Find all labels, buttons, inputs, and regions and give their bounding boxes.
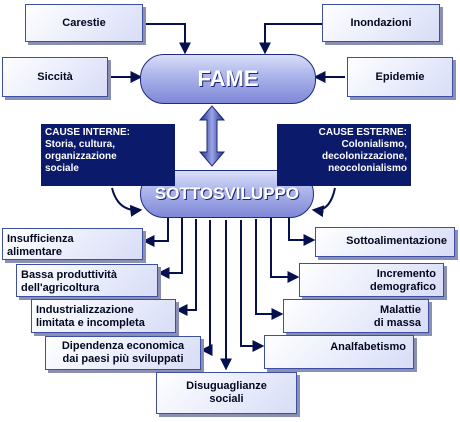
double-arrow <box>198 105 226 167</box>
arrow-dipendenza <box>200 220 213 356</box>
cause-interne-title: CAUSE INTERNE: <box>45 127 131 138</box>
effect-dipendenza-line-2: dai paesi più sviluppati <box>62 353 184 365</box>
cause-interne-line-2: organizzazione <box>45 151 117 162</box>
arrow-analfabetismo <box>240 220 265 352</box>
effect-insufficienza: Insufficienza alimentare <box>2 228 143 260</box>
arrow-insufficienza <box>142 215 169 247</box>
arrow-inondazioni <box>259 23 322 55</box>
arrow-incremento <box>270 217 300 283</box>
fame-label: FAME <box>197 66 259 91</box>
cause-siccita-label: Siccità <box>37 70 73 83</box>
effect-bassa-produttivita: Bassa produttività dell'agricoltura <box>16 264 158 297</box>
effect-malattie: Malattie di massa <box>283 299 429 333</box>
cause-carestie-label: Carestie <box>62 16 106 29</box>
arrow-malattie <box>255 219 284 320</box>
cause-epidemie: Epidemie <box>347 57 453 97</box>
effect-insufficienza-line-2: alimentare <box>7 246 63 258</box>
cause-inondazioni-label: Inondazioni <box>350 16 412 29</box>
effect-malattie-line-1: Malattie <box>380 304 421 316</box>
effect-industria-line-1: Industrializzazione <box>36 304 134 316</box>
effect-dipendenza-line-1: Dipendenza economica <box>61 340 185 352</box>
effect-analfabetismo: Analfabetismo <box>264 335 414 369</box>
cause-interne-line-1: Storia, cultura, <box>45 139 116 150</box>
arrow-internal <box>111 187 143 217</box>
cause-interne-line-3: sociale <box>45 163 79 174</box>
cause-siccita: Siccità <box>2 57 108 97</box>
effect-incremento: Incremento demografico <box>299 263 444 297</box>
effect-industrializzazione: Industrializzazione limitata e incomplet… <box>31 299 176 333</box>
effect-dipendenza: Dipendenza economica dai paesi più svilu… <box>45 336 201 370</box>
arrow-external <box>311 187 336 218</box>
arrow-sottoalimentazione <box>288 215 316 246</box>
cause-epidemie-label: Epidemie <box>375 70 425 83</box>
sottosviluppo-label: SOTTOSVILUPPO <box>154 184 300 203</box>
cause-inondazioni: Inondazioni <box>322 4 440 42</box>
effect-insufficienza-line-1: Insufficienza <box>7 233 74 245</box>
effect-disuguaglianze-line-2: sociali <box>209 393 244 405</box>
cause-esterne-title: CAUSE ESTERNE: <box>318 127 407 138</box>
cause-carestie: Carestie <box>25 4 143 42</box>
effect-analfabetismo-label: Analfabetismo <box>330 341 406 353</box>
effect-incremento-line-2: demografico <box>369 281 436 293</box>
effect-industria-line-2: limitata e incompleta <box>36 317 145 329</box>
effect-disuguaglianze-line-1: Disuguaglianze <box>186 380 267 392</box>
effect-bassa-line-1: Bassa produttività <box>21 269 117 281</box>
effect-bassa-line-2: dell'agricoltura <box>21 282 100 294</box>
arrow-industria <box>175 219 197 316</box>
effect-incremento-line-1: Incremento <box>376 268 436 280</box>
cause-esterne-line-3: neocolonialismo <box>328 163 407 174</box>
cause-esterne-line-2: decolonizzazione, <box>321 151 407 162</box>
effect-sottoalimentazione: Sottoalimentazione <box>315 227 455 257</box>
cause-esterne-box: CAUSE ESTERNE: Colonialismo, decolonizza… <box>277 124 411 186</box>
effect-malattie-line-2: di massa <box>373 317 421 329</box>
cause-interne-box: CAUSE INTERNE: Storia, cultura, organizz… <box>41 124 175 186</box>
arrow-carestie <box>143 23 191 55</box>
fame-node: FAME <box>140 54 316 104</box>
effect-sottoalimentazione-label: Sottoalimentazione <box>346 235 447 247</box>
arrow-bassa <box>157 217 183 279</box>
cause-esterne-line-1: Colonialismo, <box>341 139 407 150</box>
effect-disuguaglianze: Disuguaglianze sociali <box>156 372 297 414</box>
